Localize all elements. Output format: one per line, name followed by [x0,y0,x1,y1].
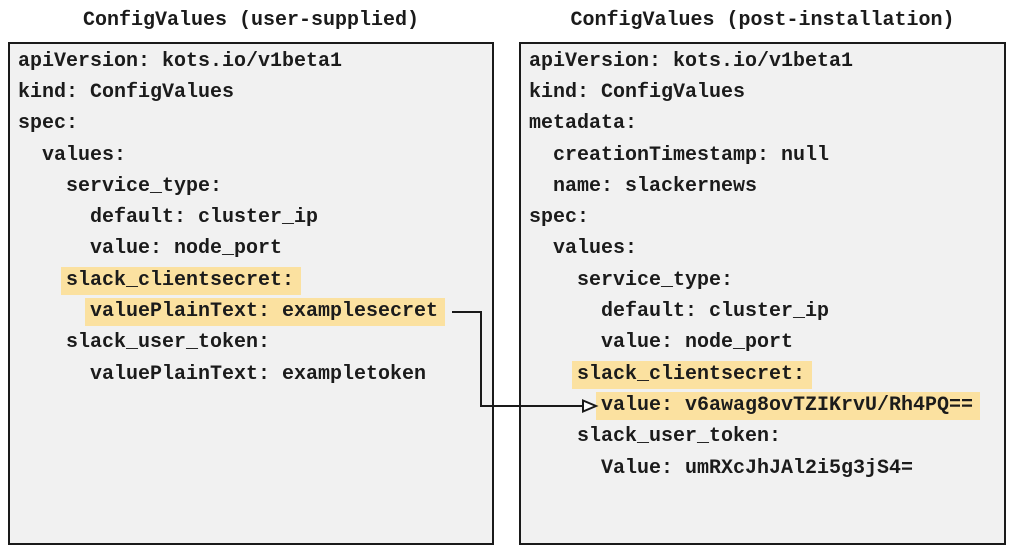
indent-spacer [18,155,42,156]
highlighted-yaml-text: value: v6awag8ovTZIKrvU/Rh4PQ== [596,391,981,420]
yaml-text: kind: ConfigValues [18,80,235,104]
indent-spacer [529,249,553,250]
indent-spacer [529,155,553,156]
highlighted-yaml-text: valuePlainText: examplesecret [85,298,446,327]
yaml-line: valuePlainText: exampletoken [18,359,492,390]
yaml-line: service_type: [18,171,492,202]
yaml-line: Value: umRXcJhJAl2i5g3jS4= [529,453,1004,484]
indent-spacer [18,312,90,313]
yaml-line: value: v6awag8ovTZIKrvU/Rh4PQ== [529,390,1004,421]
yaml-code-block: apiVersion: kots.io/v1beta1 kind: ConfigV… [521,44,1004,484]
yaml-line: apiVersion: kots.io/v1beta1 [529,46,1004,77]
yaml-text: spec: [529,206,590,230]
post-installation-config-panel: apiVersion: kots.io/v1beta1 kind: ConfigV… [519,42,1006,545]
yaml-line: valuePlainText: examplesecret [18,296,492,327]
yaml-text: values: [42,143,127,167]
yaml-text: default: cluster_ip [90,206,319,230]
yaml-line: kind: ConfigValues [18,77,492,108]
yaml-code-block: apiVersion: kots.io/v1beta1 kind: ConfigV… [10,44,492,390]
yaml-text: Value: umRXcJhJAl2i5g3jS4= [601,456,914,480]
yaml-line: slack_user_token: [529,422,1004,453]
indent-spacer [529,280,577,281]
indent-spacer [18,218,90,219]
yaml-line: spec: [529,202,1004,233]
yaml-text: metadata: [529,112,638,136]
yaml-line: value: node_port [18,234,492,265]
yaml-text: value: node_port [601,331,794,355]
indent-spacer [18,280,66,281]
yaml-line: default: cluster_ip [18,202,492,233]
yaml-text: creationTimestamp: null [553,143,830,167]
yaml-text: default: cluster_ip [601,300,830,324]
yaml-line: service_type: [529,265,1004,296]
yaml-text: name: slackernews [553,174,758,198]
right-panel-title: ConfigValues (post-installation) [570,9,955,32]
yaml-text: apiVersion: kots.io/v1beta1 [18,49,343,73]
yaml-text: service_type: [66,174,223,198]
indent-spacer [18,343,66,344]
yaml-line: default: cluster_ip [529,296,1004,327]
indent-spacer [529,437,577,438]
yaml-line: name: slackernews [529,171,1004,202]
yaml-line: apiVersion: kots.io/v1beta1 [18,46,492,77]
yaml-text: kind: ConfigValues [529,80,746,104]
indent-spacer [529,343,601,344]
yaml-line: values: [529,234,1004,265]
yaml-text: service_type: [577,268,734,292]
left-panel-title: ConfigValues (user-supplied) [82,9,420,32]
yaml-text: apiVersion: kots.io/v1beta1 [529,49,854,73]
yaml-line: spec: [18,109,492,140]
highlighted-yaml-text: slack_clientsecret: [61,266,302,295]
yaml-line: slack_clientsecret: [529,359,1004,390]
yaml-text: value: node_port [90,237,283,261]
indent-spacer [529,468,601,469]
indent-spacer [18,374,90,375]
yaml-line: slack_clientsecret: [18,265,492,296]
yaml-text: valuePlainText: exampletoken [90,362,427,386]
yaml-text: slack_user_token: [577,425,782,449]
indent-spacer [529,312,601,313]
yaml-line: metadata: [529,109,1004,140]
yaml-line: creationTimestamp: null [529,140,1004,171]
yaml-text: spec: [18,112,79,136]
yaml-line: values: [18,140,492,171]
yaml-text: slack_user_token: [66,331,271,355]
user-supplied-config-panel: apiVersion: kots.io/v1beta1 kind: ConfigV… [8,42,494,545]
yaml-line: value: node_port [529,328,1004,359]
highlighted-yaml-text: slack_clientsecret: [572,360,813,389]
indent-spacer [18,186,66,187]
yaml-text: values: [553,237,638,261]
indent-spacer [529,374,577,375]
yaml-line: kind: ConfigValues [529,77,1004,108]
indent-spacer [529,186,553,187]
yaml-line: slack_user_token: [18,328,492,359]
indent-spacer [18,249,90,250]
indent-spacer [529,405,601,406]
